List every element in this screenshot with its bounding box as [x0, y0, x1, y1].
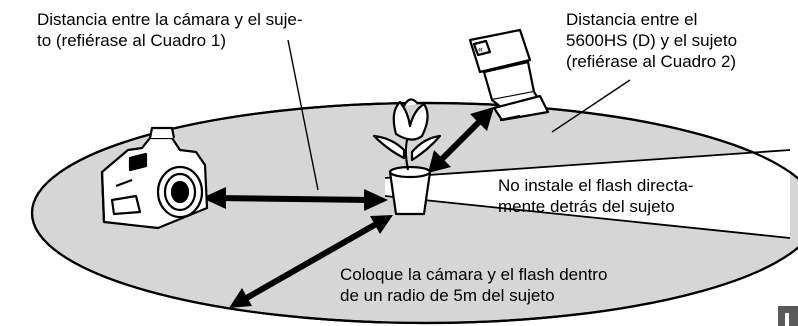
- label-no-flash-behind-line1: No instale el flash directa-: [498, 176, 694, 195]
- flash-subject-arrow: [428, 107, 494, 173]
- camera-icon: [100, 126, 209, 230]
- label-radius-line2: de un radio de 5m del sujeto: [340, 286, 555, 305]
- flash-unit-icon: «: [468, 28, 550, 122]
- camera-subject-arrow: [202, 187, 388, 211]
- flower-pot-icon: [372, 98, 442, 216]
- label-camera-subject-distance-line1: Distancia entre la cámara y el suje-: [37, 10, 303, 29]
- leader-line-flash-subject: [551, 79, 631, 133]
- label-flash-subject-distance-line2: 5600HS (D) y el sujeto: [566, 31, 738, 50]
- leader-line-camera-subject: [287, 39, 319, 191]
- label-flash-subject-distance-line1: Distancia entre el: [566, 10, 698, 29]
- svg-text:«: «: [478, 44, 483, 54]
- label-camera-subject-distance-line2: to (refiérase al Cuadro 1): [37, 31, 226, 50]
- radius-arrow: [229, 215, 393, 308]
- label-no-flash-behind-line2: mente detrás del sujeto: [498, 197, 675, 216]
- label-radius-line1: Coloque la cámara y el flash dentro: [340, 265, 608, 284]
- label-flash-subject-distance-line3: (refiérase al Cuadro 2): [566, 52, 737, 71]
- corner-page-mark-icon: [778, 306, 798, 326]
